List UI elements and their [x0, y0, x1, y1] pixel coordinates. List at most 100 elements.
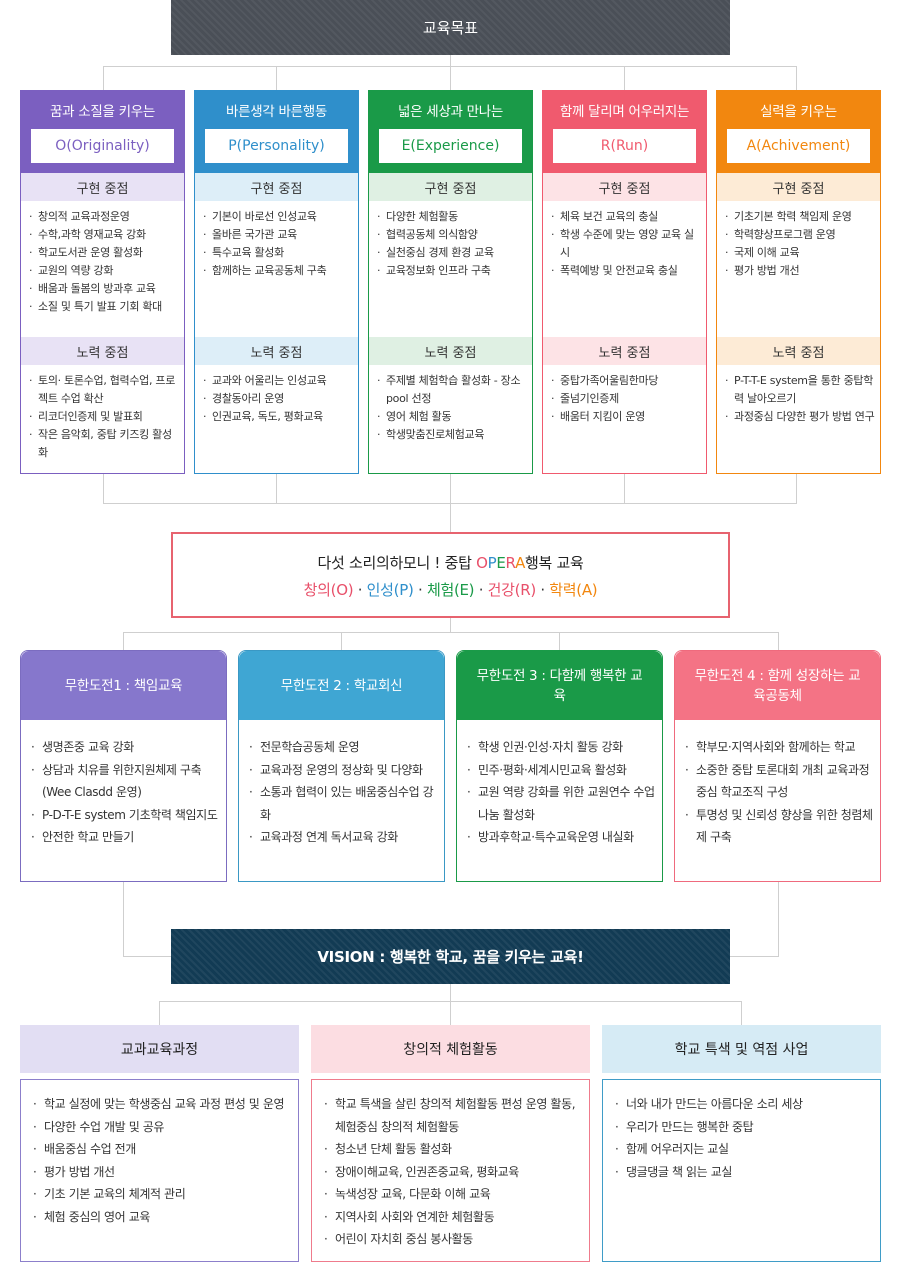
list-item: 과정중심 다양한 평가 방법 연구 [725, 408, 876, 426]
list-item: 교육과정 운영의 정상화 및 다양화 [249, 759, 440, 782]
list-item: 중탑가족어울림한마당 [551, 372, 702, 390]
challenge-title: 무한도전 3 : 다함께 행복한 교육 [457, 651, 662, 720]
list-item: 교육과정 연계 독서교육 강화 [249, 826, 440, 849]
list-item: 경찰동아리 운영 [203, 390, 354, 408]
list-item: 너와 내가 만드는 아름다운 소리 세상 [615, 1093, 876, 1116]
motto-suffix: 행복 교육 [525, 554, 584, 572]
value-achievement: 학력(A) [549, 581, 598, 599]
opera-letter-a: A [515, 554, 526, 572]
education-goal-banner: 교육목표 [171, 0, 730, 55]
challenge-title: 무한도전 4 : 함께 성장하는 교육공동체 [675, 651, 880, 720]
list-item: 소중한 중탑 토론대회 개최 교육과정 중심 학교조직 구성 [685, 759, 876, 804]
list-item: 체험 중심의 영어 교육 [33, 1206, 294, 1229]
special-projects-heading: 학교 특색 및 역점 사업 [602, 1025, 881, 1073]
list-item: 작은 음악회, 중탑 키즈킹 활성화 [29, 426, 180, 462]
effort-focus-heading: 노력 중점 [369, 337, 532, 365]
list-item: 학교 실정에 맞는 학생중심 교육 과정 편성 및 운영 [33, 1093, 294, 1116]
list-item: 기초 기본 교육의 체계적 관리 [33, 1183, 294, 1206]
list-item: 폭력예방 및 안전교육 충실 [551, 262, 702, 280]
list-item: 방과후학교·특수교육운영 내실화 [467, 826, 658, 849]
list-item: 평가 방법 개선 [725, 262, 876, 280]
list-item: 기초기본 학력 책임제 운영 [725, 208, 876, 226]
implementation-focus-list: 체육 보건 교육의 충실학생 수준에 맞는 영양 교육 실시폭력예방 및 안전교… [543, 201, 706, 337]
list-item: 학생 인권·인성·자치 활동 강화 [467, 736, 658, 759]
challenge-title: 무한도전 2 : 학교회신 [239, 651, 444, 720]
list-item: 학교도서관 운영 활성화 [29, 244, 180, 262]
implementation-focus-list: 다양한 체험활동협력공동체 의식함양실천중심 경제 환경 교육교육정보화 인프라… [369, 201, 532, 337]
list-item: 교과와 어울리는 인성교육 [203, 372, 354, 390]
list-item: 우리가 만드는 행복한 중탑 [615, 1116, 876, 1139]
list-item: 학생맞춤진로체험교육 [377, 426, 528, 444]
list-item: 함께하는 교육공동체 구축 [203, 262, 354, 280]
list-item: 생명존중 교육 강화 [31, 736, 222, 759]
special-projects-list: 너와 내가 만드는 아름다운 소리 세상우리가 만드는 행복한 중탑함께 어우러… [603, 1080, 880, 1183]
goal-column-badge: O(Originality) [31, 129, 174, 163]
challenge-box-1: 무한도전1 : 책임교육생명존중 교육 강화상담과 치유를 위한지원체제 구축(… [20, 650, 227, 882]
education-goal-title: 교육목표 [422, 19, 479, 37]
list-item: 리코더인증제 및 발표회 [29, 408, 180, 426]
implementation-focus-heading: 구현 중점 [543, 173, 706, 201]
effort-focus-list: 교과와 어울리는 인성교육경찰동아리 운영인권교육, 독도, 평화교육 [195, 365, 358, 426]
list-item: 협력공동체 의식함양 [377, 226, 528, 244]
goal-column-header: 실력을 키우는 A(Achivement) [717, 91, 880, 173]
list-item: 특수교육 활성화 [203, 244, 354, 262]
list-item: 영어 체험 활동 [377, 408, 528, 426]
implementation-focus-list: 기본이 바로선 인성교육올바른 국가관 교육특수교육 활성화함께하는 교육공동체… [195, 201, 358, 337]
list-item: 토의· 토론수업, 협력수업, 프로젝트 수업 확산 [29, 372, 180, 408]
list-item: 수학,과학 영재교육 강화 [29, 226, 180, 244]
list-item: 전문학습공동체 운영 [249, 736, 440, 759]
challenge-box-3: 무한도전 3 : 다함께 행복한 교육학생 인권·인성·자치 활동 강화민주·평… [456, 650, 663, 882]
goal-column-badge: A(Achivement) [727, 129, 870, 163]
list-item: 댕글댕글 책 읽는 교실 [615, 1161, 876, 1184]
motto-line1: 다섯 소리의하모니 ! 중탑 OPERA행복 교육 [173, 552, 728, 573]
list-item: 청소년 단체 활동 활성화 [324, 1138, 585, 1161]
list-item: 배움과 돌봄의 방과후 교육 [29, 280, 180, 298]
challenge-list: 학생 인권·인성·자치 활동 강화민주·평화·세계시민교육 활성화교원 역량 강… [457, 720, 662, 849]
list-item: 어린이 자치회 중심 봉사활동 [324, 1228, 585, 1251]
opera-letter-p: P [487, 554, 497, 572]
goal-column-badge: R(Run) [553, 129, 696, 163]
separator: · [478, 581, 484, 599]
list-item: 인권교육, 독도, 평화교육 [203, 408, 354, 426]
implementation-focus-heading: 구현 중점 [369, 173, 532, 201]
list-item: 배움중심 수업 전개 [33, 1138, 294, 1161]
effort-focus-list: 토의· 토론수업, 협력수업, 프로젝트 수업 확산리코더인증제 및 발표회작은… [21, 365, 184, 462]
list-item: 학부모·지역사회와 함께하는 학교 [685, 736, 876, 759]
list-item: 다양한 수업 개발 및 공유 [33, 1116, 294, 1139]
list-item: 지역사회 사회와 연계한 체험활동 [324, 1206, 585, 1229]
list-item: 소질 및 특기 발표 기회 확대 [29, 298, 180, 316]
opera-letter-o: O [476, 554, 488, 572]
creative-activities-heading: 창의적 체험활동 [311, 1025, 590, 1073]
implementation-focus-heading: 구현 중점 [21, 173, 184, 201]
list-item: 장애이해교육, 인권존중교육, 평화교육 [324, 1161, 585, 1184]
opera-motto-box: 다섯 소리의하모니 ! 중탑 OPERA행복 교육 창의(O) · 인성(P) … [171, 532, 730, 618]
effort-focus-heading: 노력 중점 [195, 337, 358, 365]
list-item: 학생 수준에 맞는 영양 교육 실시 [551, 226, 702, 262]
challenge-list: 생명존중 교육 강화상담과 치유를 위한지원체제 구축(Wee Clasdd 운… [21, 720, 226, 849]
list-item: 평가 방법 개선 [33, 1161, 294, 1184]
list-item: 창의적 교육과정운영 [29, 208, 180, 226]
effort-focus-heading: 노력 중점 [21, 337, 184, 365]
list-item: 배움터 지킴이 운영 [551, 408, 702, 426]
goal-column-title: 실력을 키우는 [760, 104, 837, 120]
challenge-title: 무한도전1 : 책임교육 [21, 651, 226, 720]
list-item: 국제 이해 교육 [725, 244, 876, 262]
vision-text: VISION : 행복한 학교, 꿈을 키우는 교육! [317, 948, 584, 966]
implementation-focus-list: 기초기본 학력 책임제 운영학력향상프로그램 운영국제 이해 교육평가 방법 개… [717, 201, 880, 337]
list-item: 학교 특색을 살린 창의적 체험활동 편성 운영 활동, 체험중심 창의적 체험… [324, 1093, 585, 1138]
goal-column-title: 바른생각 바른행동 [226, 104, 327, 120]
vision-banner: VISION : 행복한 학교, 꿈을 키우는 교육! [171, 929, 730, 984]
value-run: 건강(R) [487, 581, 537, 599]
list-item: 실천중심 경제 환경 교육 [377, 244, 528, 262]
creative-activities-list: 학교 특색을 살린 창의적 체험활동 편성 운영 활동, 체험중심 창의적 체험… [312, 1080, 589, 1251]
separator: · [357, 581, 363, 599]
motto-prefix: 다섯 소리의하모니 ! 중탑 [317, 554, 477, 572]
list-item: 소통과 협력이 있는 배움중심수업 강화 [249, 781, 440, 826]
list-item: P-T-T-E system을 통한 중탑학력 날아오르기 [725, 372, 876, 408]
curriculum-box: 학교 실정에 맞는 학생중심 교육 과정 편성 및 운영다양한 수업 개발 및 … [20, 1079, 299, 1262]
